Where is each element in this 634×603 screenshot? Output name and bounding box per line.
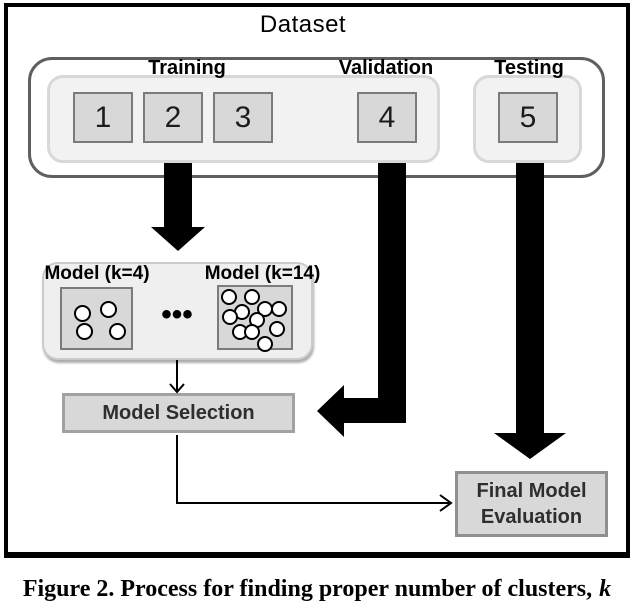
model-selection-box: Model Selection bbox=[62, 393, 295, 433]
model-k14-label: Model (k=14) bbox=[204, 263, 321, 284]
cluster-point bbox=[100, 301, 117, 318]
cluster-point bbox=[271, 301, 287, 317]
fold-5-box: 5 bbox=[498, 92, 558, 143]
cluster-point bbox=[269, 321, 285, 337]
caption-text: Figure 2. Process for finding proper num… bbox=[22, 576, 593, 602]
final-eval-line1: Final Model bbox=[476, 480, 587, 502]
fold-2-box: 2 bbox=[143, 92, 203, 143]
cluster-plot-k4 bbox=[60, 287, 133, 350]
cluster-point bbox=[109, 323, 126, 340]
model-selection-label: Model Selection bbox=[102, 402, 255, 424]
model-k4-label: Model (k=4) bbox=[44, 263, 150, 284]
validation-label: Validation bbox=[338, 57, 434, 79]
cluster-point bbox=[244, 324, 260, 340]
cluster-point bbox=[221, 289, 237, 305]
ellipsis-dots: ••• bbox=[161, 298, 193, 331]
training-label: Training bbox=[148, 57, 226, 79]
caption-k-variable: k bbox=[599, 576, 612, 602]
figure-caption: Figure 2. Process for finding proper num… bbox=[0, 576, 634, 603]
fold-3-box: 3 bbox=[213, 92, 273, 143]
final-eval-line2: Evaluation bbox=[480, 506, 583, 528]
final-model-evaluation-box: Final Model Evaluation bbox=[455, 471, 608, 537]
cluster-point bbox=[222, 309, 238, 325]
cluster-point bbox=[244, 289, 260, 305]
fold-4-box: 4 bbox=[357, 92, 417, 143]
fold-1-box: 1 bbox=[73, 92, 133, 143]
cluster-point bbox=[74, 305, 91, 322]
cluster-point bbox=[76, 323, 93, 340]
dataset-title: Dataset bbox=[259, 11, 347, 38]
cluster-point bbox=[257, 336, 273, 352]
testing-label: Testing bbox=[494, 57, 564, 79]
cluster-plot-k14 bbox=[217, 285, 293, 352]
